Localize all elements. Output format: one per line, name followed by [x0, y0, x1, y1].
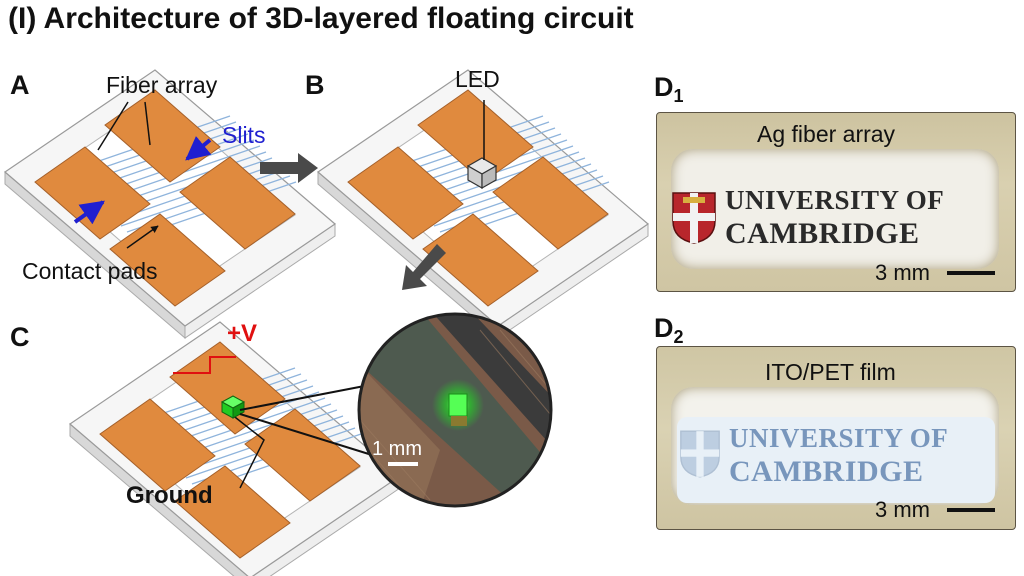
device-b	[317, 69, 649, 339]
led-label: LED	[455, 66, 500, 92]
cambridge-crest-faint-icon	[679, 429, 721, 479]
panel-b-label: B	[305, 70, 325, 100]
panel-a-label: A	[10, 70, 30, 100]
ground-label: Ground	[126, 482, 213, 509]
inset-border	[357, 312, 553, 508]
d1-scale-label: 3 mm	[875, 260, 930, 285]
panel-d1-label: D1	[654, 72, 684, 106]
inset-callout-upper	[239, 382, 381, 411]
plus-v-label: +V	[227, 320, 258, 347]
flow-arrow-b-to-c	[402, 244, 446, 290]
inset-scale-label: 1 mm	[372, 438, 422, 460]
flow-arrow-a-to-b	[260, 153, 318, 183]
logo-line2-faint: CAMBRIDGE	[729, 455, 924, 488]
d2-scale-bar	[947, 508, 995, 512]
positive-wire	[173, 356, 236, 374]
led-cube-b	[466, 157, 498, 190]
photo-ito-pet-film: UNIVERSITY OF CAMBRIDGE ITO/PET film 3 m…	[656, 346, 1016, 530]
photo-ag-fiber-array: UNIVERSITY OF CAMBRIDGE Ag fiber array 3…	[656, 112, 1016, 292]
logo-line1-faint: UNIVERSITY OF	[729, 423, 949, 453]
d1-scale-bar	[947, 271, 995, 275]
ground-wire	[225, 409, 265, 489]
logo-line1: UNIVERSITY OF	[725, 185, 945, 215]
contact-pads-pointer	[126, 225, 159, 249]
led-cube-c	[220, 395, 246, 419]
fiber-array-label: Fiber array	[106, 72, 218, 98]
d2-scale-label: 3 mm	[875, 497, 930, 522]
inset-callout-lower	[239, 413, 373, 456]
device-a	[4, 69, 336, 339]
slit-arrow-top	[185, 135, 212, 161]
fiber-array-pointer	[97, 101, 129, 151]
ito-film	[677, 417, 995, 503]
fiber-sample	[671, 149, 999, 269]
fiber-array-pointer-2	[144, 101, 151, 146]
panel-c-label: C	[10, 322, 30, 352]
magnified-led-inset	[359, 314, 551, 506]
ito-pet-caption: ITO/PET film	[765, 359, 896, 385]
slits-label: Slits	[222, 122, 266, 148]
ag-fiber-array-caption: Ag fiber array	[757, 121, 896, 147]
contact-pads-label: Contact pads	[22, 258, 158, 284]
logo-line2: CAMBRIDGE	[725, 217, 920, 250]
slit-arrow-bottom	[73, 200, 105, 225]
cambridge-crest-icon	[671, 191, 717, 245]
panel-d2-label: D2	[654, 313, 684, 347]
figure-title: (I) Architecture of 3D-layered floating …	[8, 2, 634, 35]
